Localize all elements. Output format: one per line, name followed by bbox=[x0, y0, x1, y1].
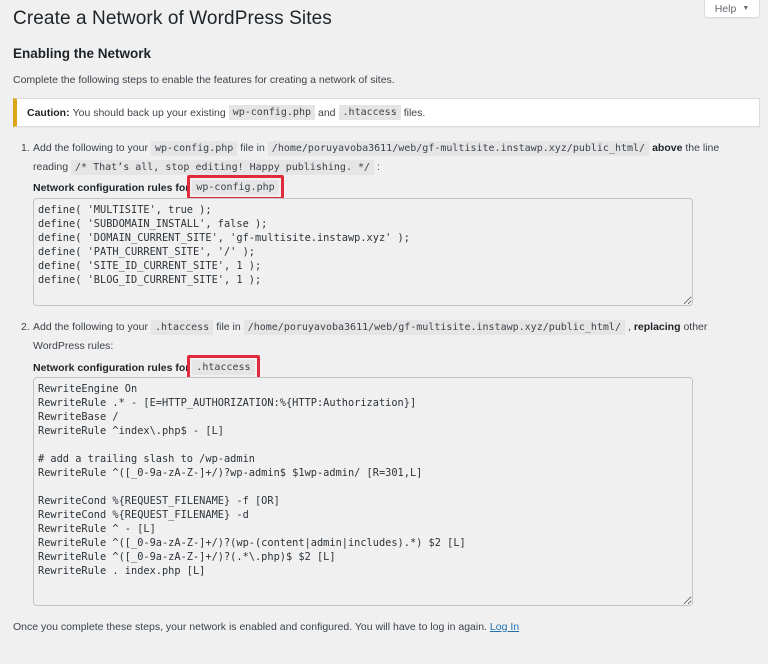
caution-text-mid: and bbox=[318, 106, 336, 119]
caution-label: Caution: bbox=[27, 106, 70, 119]
step-text: file in bbox=[216, 321, 241, 333]
help-tab-button[interactable]: Help ▼ bbox=[704, 0, 760, 18]
step-code-file: wp-config.php bbox=[151, 141, 238, 156]
step-text: , bbox=[627, 321, 631, 333]
rules-file-wp-config: wp-config.php bbox=[192, 180, 279, 195]
outro-text: Once you complete these steps, your netw… bbox=[13, 621, 519, 633]
caret-down-icon: ▼ bbox=[742, 5, 750, 12]
step-bold-replacing: replacing bbox=[633, 321, 681, 333]
section-title: Enabling the Network bbox=[13, 46, 152, 61]
step-text: the line reading bbox=[33, 142, 720, 173]
step-text: file in bbox=[240, 142, 265, 154]
step-number: 2. bbox=[21, 321, 30, 333]
rules-label-text: Network configuration rules for bbox=[33, 361, 190, 374]
step-bold-above: above bbox=[652, 142, 683, 154]
caution-notice: Caution: You should back up your existin… bbox=[13, 98, 760, 127]
caution-code-wp-config: wp-config.php bbox=[228, 105, 315, 120]
caution-code-htaccess: .htaccess bbox=[338, 105, 401, 120]
step-text: Add the following to your bbox=[33, 142, 148, 154]
highlight-box: .htaccess bbox=[187, 355, 260, 380]
step-text: Add the following to your bbox=[33, 321, 148, 333]
step-text: other WordPress rules: bbox=[33, 321, 708, 352]
rules-label-htaccess: Network configuration rules for .htacces… bbox=[33, 355, 260, 380]
help-label: Help bbox=[714, 2, 737, 15]
outro-message: Once you complete these steps, your netw… bbox=[13, 621, 487, 633]
step-code-path: /home/poruyavoba3611/web/gf-multisite.in… bbox=[243, 320, 625, 335]
step-number: 1. bbox=[21, 142, 30, 154]
page-title: Create a Network of WordPress Sites bbox=[13, 8, 332, 29]
intro-text: Complete the following steps to enable t… bbox=[13, 74, 395, 86]
rules-label-text: Network configuration rules for bbox=[33, 181, 190, 194]
rules-file-htaccess: .htaccess bbox=[192, 360, 255, 375]
wp-config-rules-textarea[interactable]: define( 'MULTISITE', true ); define( 'SU… bbox=[33, 198, 693, 306]
highlight-box: wp-config.php bbox=[187, 175, 284, 200]
step-text: : bbox=[377, 161, 380, 173]
rules-label-wp-config: Network configuration rules for wp-confi… bbox=[33, 175, 284, 200]
caution-text-before: You should back up your existing bbox=[72, 106, 226, 119]
log-in-link[interactable]: Log In bbox=[489, 621, 520, 633]
step-code-line: /* That’s all, stop editing! Happy publi… bbox=[71, 160, 375, 175]
step-code-path: /home/poruyavoba3611/web/gf-multisite.in… bbox=[267, 141, 650, 156]
caution-text-after: files. bbox=[403, 106, 426, 119]
htaccess-rules-textarea[interactable]: RewriteEngine On RewriteRule .* - [E=HTT… bbox=[33, 377, 693, 606]
step-code-file: .htaccess bbox=[151, 320, 214, 335]
